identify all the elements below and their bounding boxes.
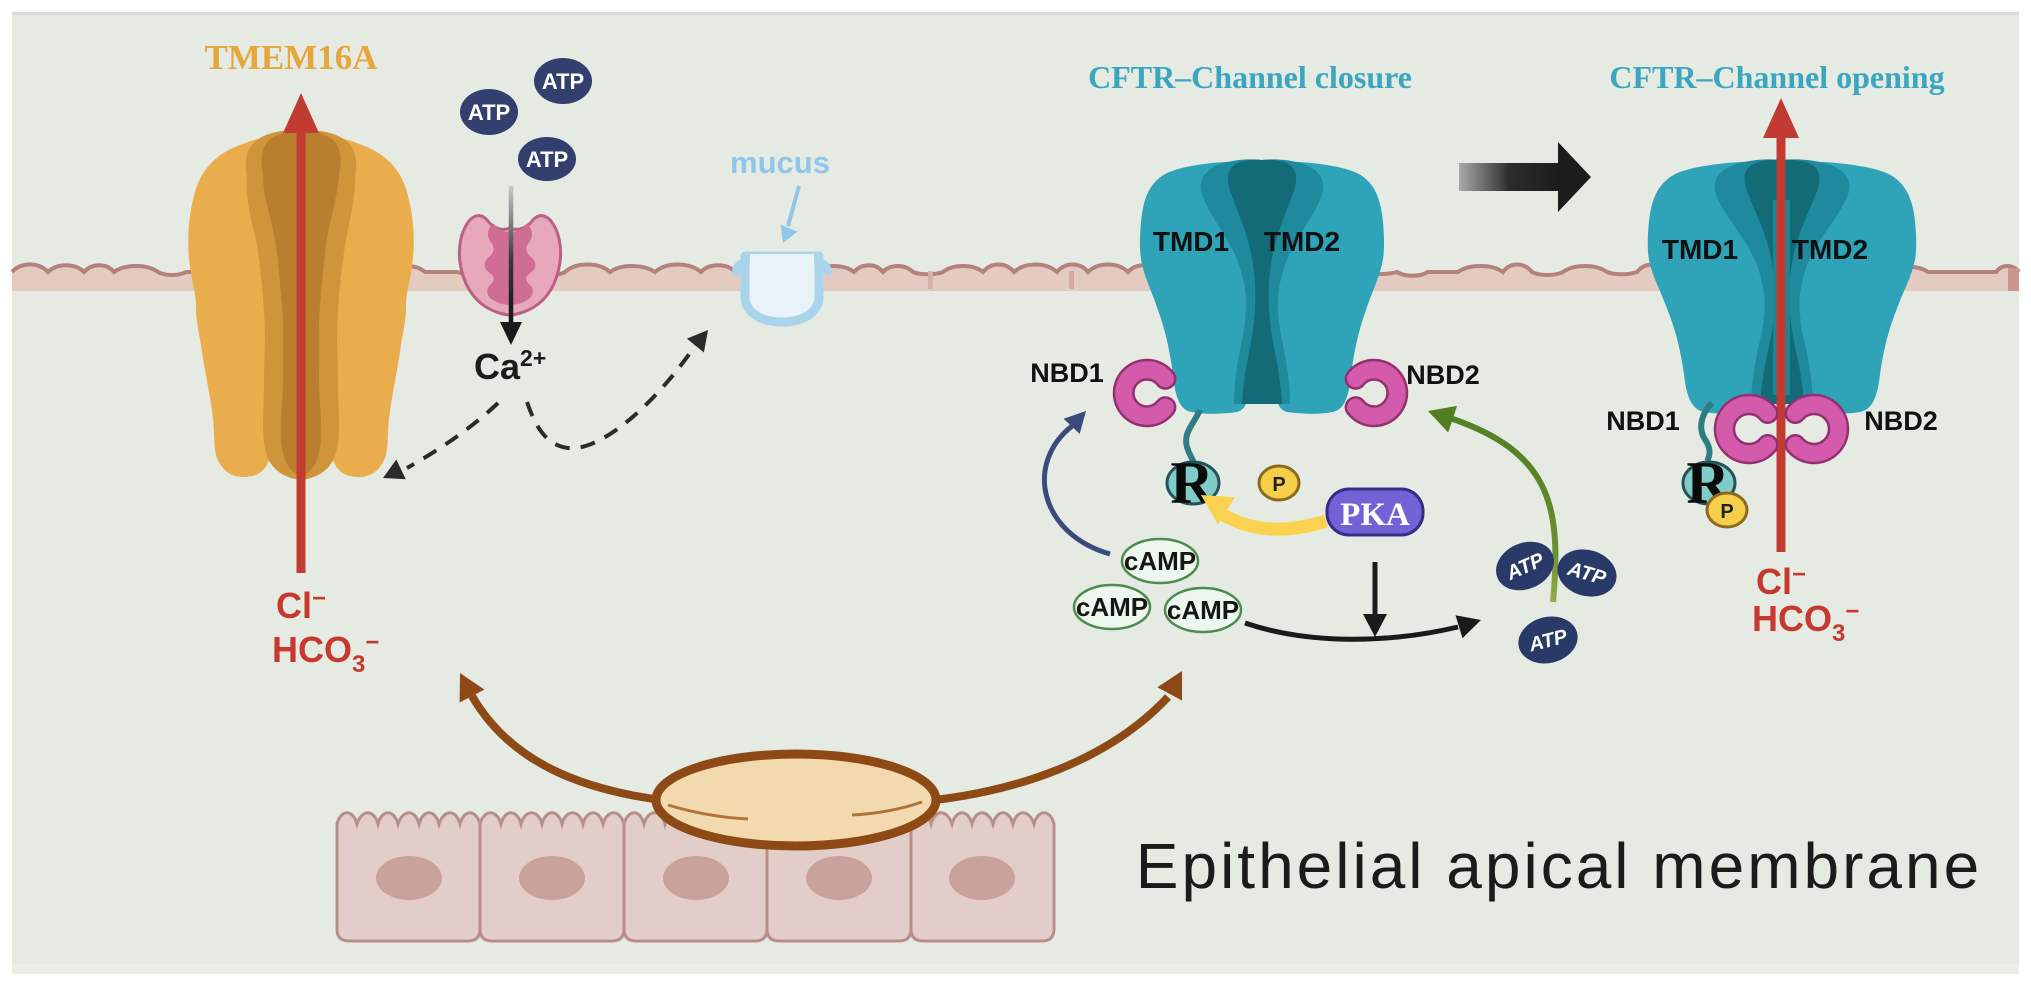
svg-text:ATP: ATP — [542, 69, 584, 94]
svg-text:cAMP: cAMP — [1167, 595, 1239, 625]
svg-text:mucus: mucus — [730, 145, 830, 180]
svg-text:NBD2: NBD2 — [1406, 360, 1480, 390]
svg-text:Epithelial apical membrane: Epithelial apical membrane — [1136, 830, 1982, 902]
svg-text:P: P — [1720, 501, 1733, 523]
svg-text:NBD1: NBD1 — [1606, 406, 1680, 436]
svg-text:cAMP: cAMP — [1124, 546, 1196, 576]
svg-text:NBD1: NBD1 — [1030, 358, 1104, 388]
svg-text:TMD1: TMD1 — [1153, 226, 1229, 257]
svg-text:ATP: ATP — [468, 100, 510, 125]
svg-text:TMD2: TMD2 — [1792, 234, 1868, 265]
svg-text:P: P — [1272, 474, 1285, 496]
svg-text:TMD1: TMD1 — [1662, 234, 1738, 265]
svg-text:NBD2: NBD2 — [1864, 406, 1938, 436]
svg-text:PKA: PKA — [1340, 497, 1410, 533]
svg-text:TMEM16A: TMEM16A — [204, 38, 378, 77]
svg-text:cAMP: cAMP — [1076, 592, 1148, 622]
svg-text:Ca2+: Ca2+ — [474, 345, 546, 387]
svg-text:CFTR–Channel opening: CFTR–Channel opening — [1609, 59, 1944, 95]
svg-text:HCO3−: HCO3− — [272, 629, 379, 678]
svg-text:ATP: ATP — [526, 147, 568, 172]
svg-text:CFTR–Channel closure: CFTR–Channel closure — [1088, 59, 1412, 95]
svg-text:TMD2: TMD2 — [1264, 226, 1340, 257]
